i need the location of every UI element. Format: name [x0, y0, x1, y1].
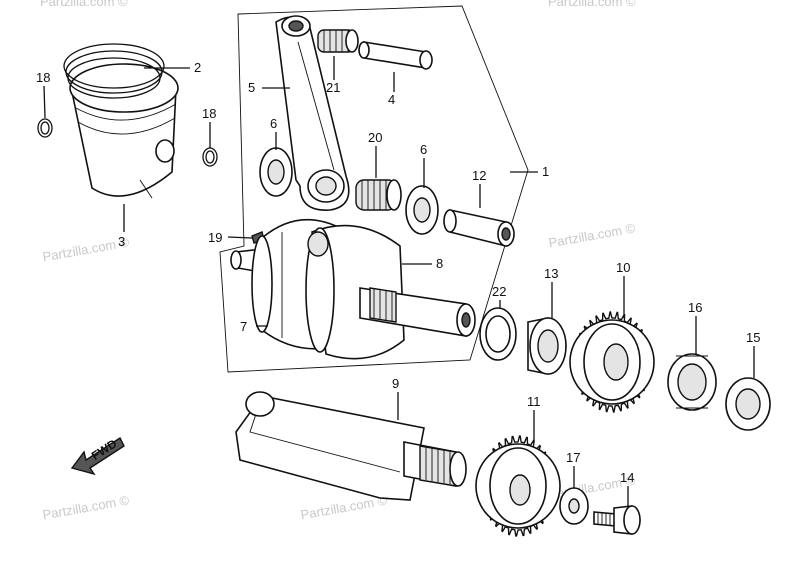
callout-14: 14: [620, 470, 634, 485]
watermark-top-left: Partzilla.com ©: [40, 0, 128, 9]
callout-1: 1: [542, 164, 549, 179]
callout-5: 5: [248, 80, 255, 95]
callout-18-right: 18: [202, 106, 216, 121]
callout-13: 13: [544, 266, 558, 281]
callout-3: 3: [118, 234, 125, 249]
callout-8: 8: [436, 256, 443, 271]
callout-10: 10: [616, 260, 630, 275]
connecting-rod: [275, 15, 350, 211]
collar-13: [527, 317, 567, 375]
crankshaft: [230, 218, 476, 360]
callout-20: 20: [368, 130, 382, 145]
callout-4: 4: [388, 92, 395, 107]
piston-pin-clip-left: [37, 118, 53, 138]
balancer-driven-gear: [475, 435, 561, 537]
callout-12: 12: [472, 168, 486, 183]
collar-22: [479, 307, 517, 361]
piston-pin: [358, 41, 433, 70]
crank-pin: [443, 209, 515, 248]
watermark-top-right: Partzilla.com ©: [548, 0, 636, 9]
primary-drive-gear: [569, 311, 655, 413]
callout-6-lower: 6: [420, 142, 427, 157]
piston-pin-clip-right: [202, 147, 218, 167]
callout-15: 15: [746, 330, 760, 345]
balancer-shaft: [235, 391, 467, 501]
leader-lines: [43, 56, 755, 506]
callout-9: 9: [392, 376, 399, 391]
flange-bolt: [593, 505, 641, 535]
callout-6-upper: 6: [270, 116, 277, 131]
forward-arrow-icon: [70, 436, 125, 476]
piston-rings: [63, 43, 165, 99]
small-end-bearing: [317, 29, 359, 53]
callout-21: 21: [326, 80, 340, 95]
callout-11: 11: [527, 394, 541, 409]
gear-nut: [725, 377, 771, 431]
callout-19: 19: [208, 230, 222, 245]
callout-2: 2: [194, 60, 201, 75]
callout-22: 22: [492, 284, 506, 299]
callout-16: 16: [688, 300, 702, 315]
assembly-outline: [219, 5, 529, 373]
washer-17: [559, 487, 589, 525]
callout-18-left: 18: [36, 70, 50, 85]
thrust-washer-upper: [259, 147, 293, 197]
lock-washer: [667, 353, 717, 411]
callout-7: 7: [240, 319, 247, 334]
big-end-bearing: [355, 179, 402, 211]
thrust-washer-lower: [405, 185, 439, 235]
callout-17: 17: [566, 450, 580, 465]
